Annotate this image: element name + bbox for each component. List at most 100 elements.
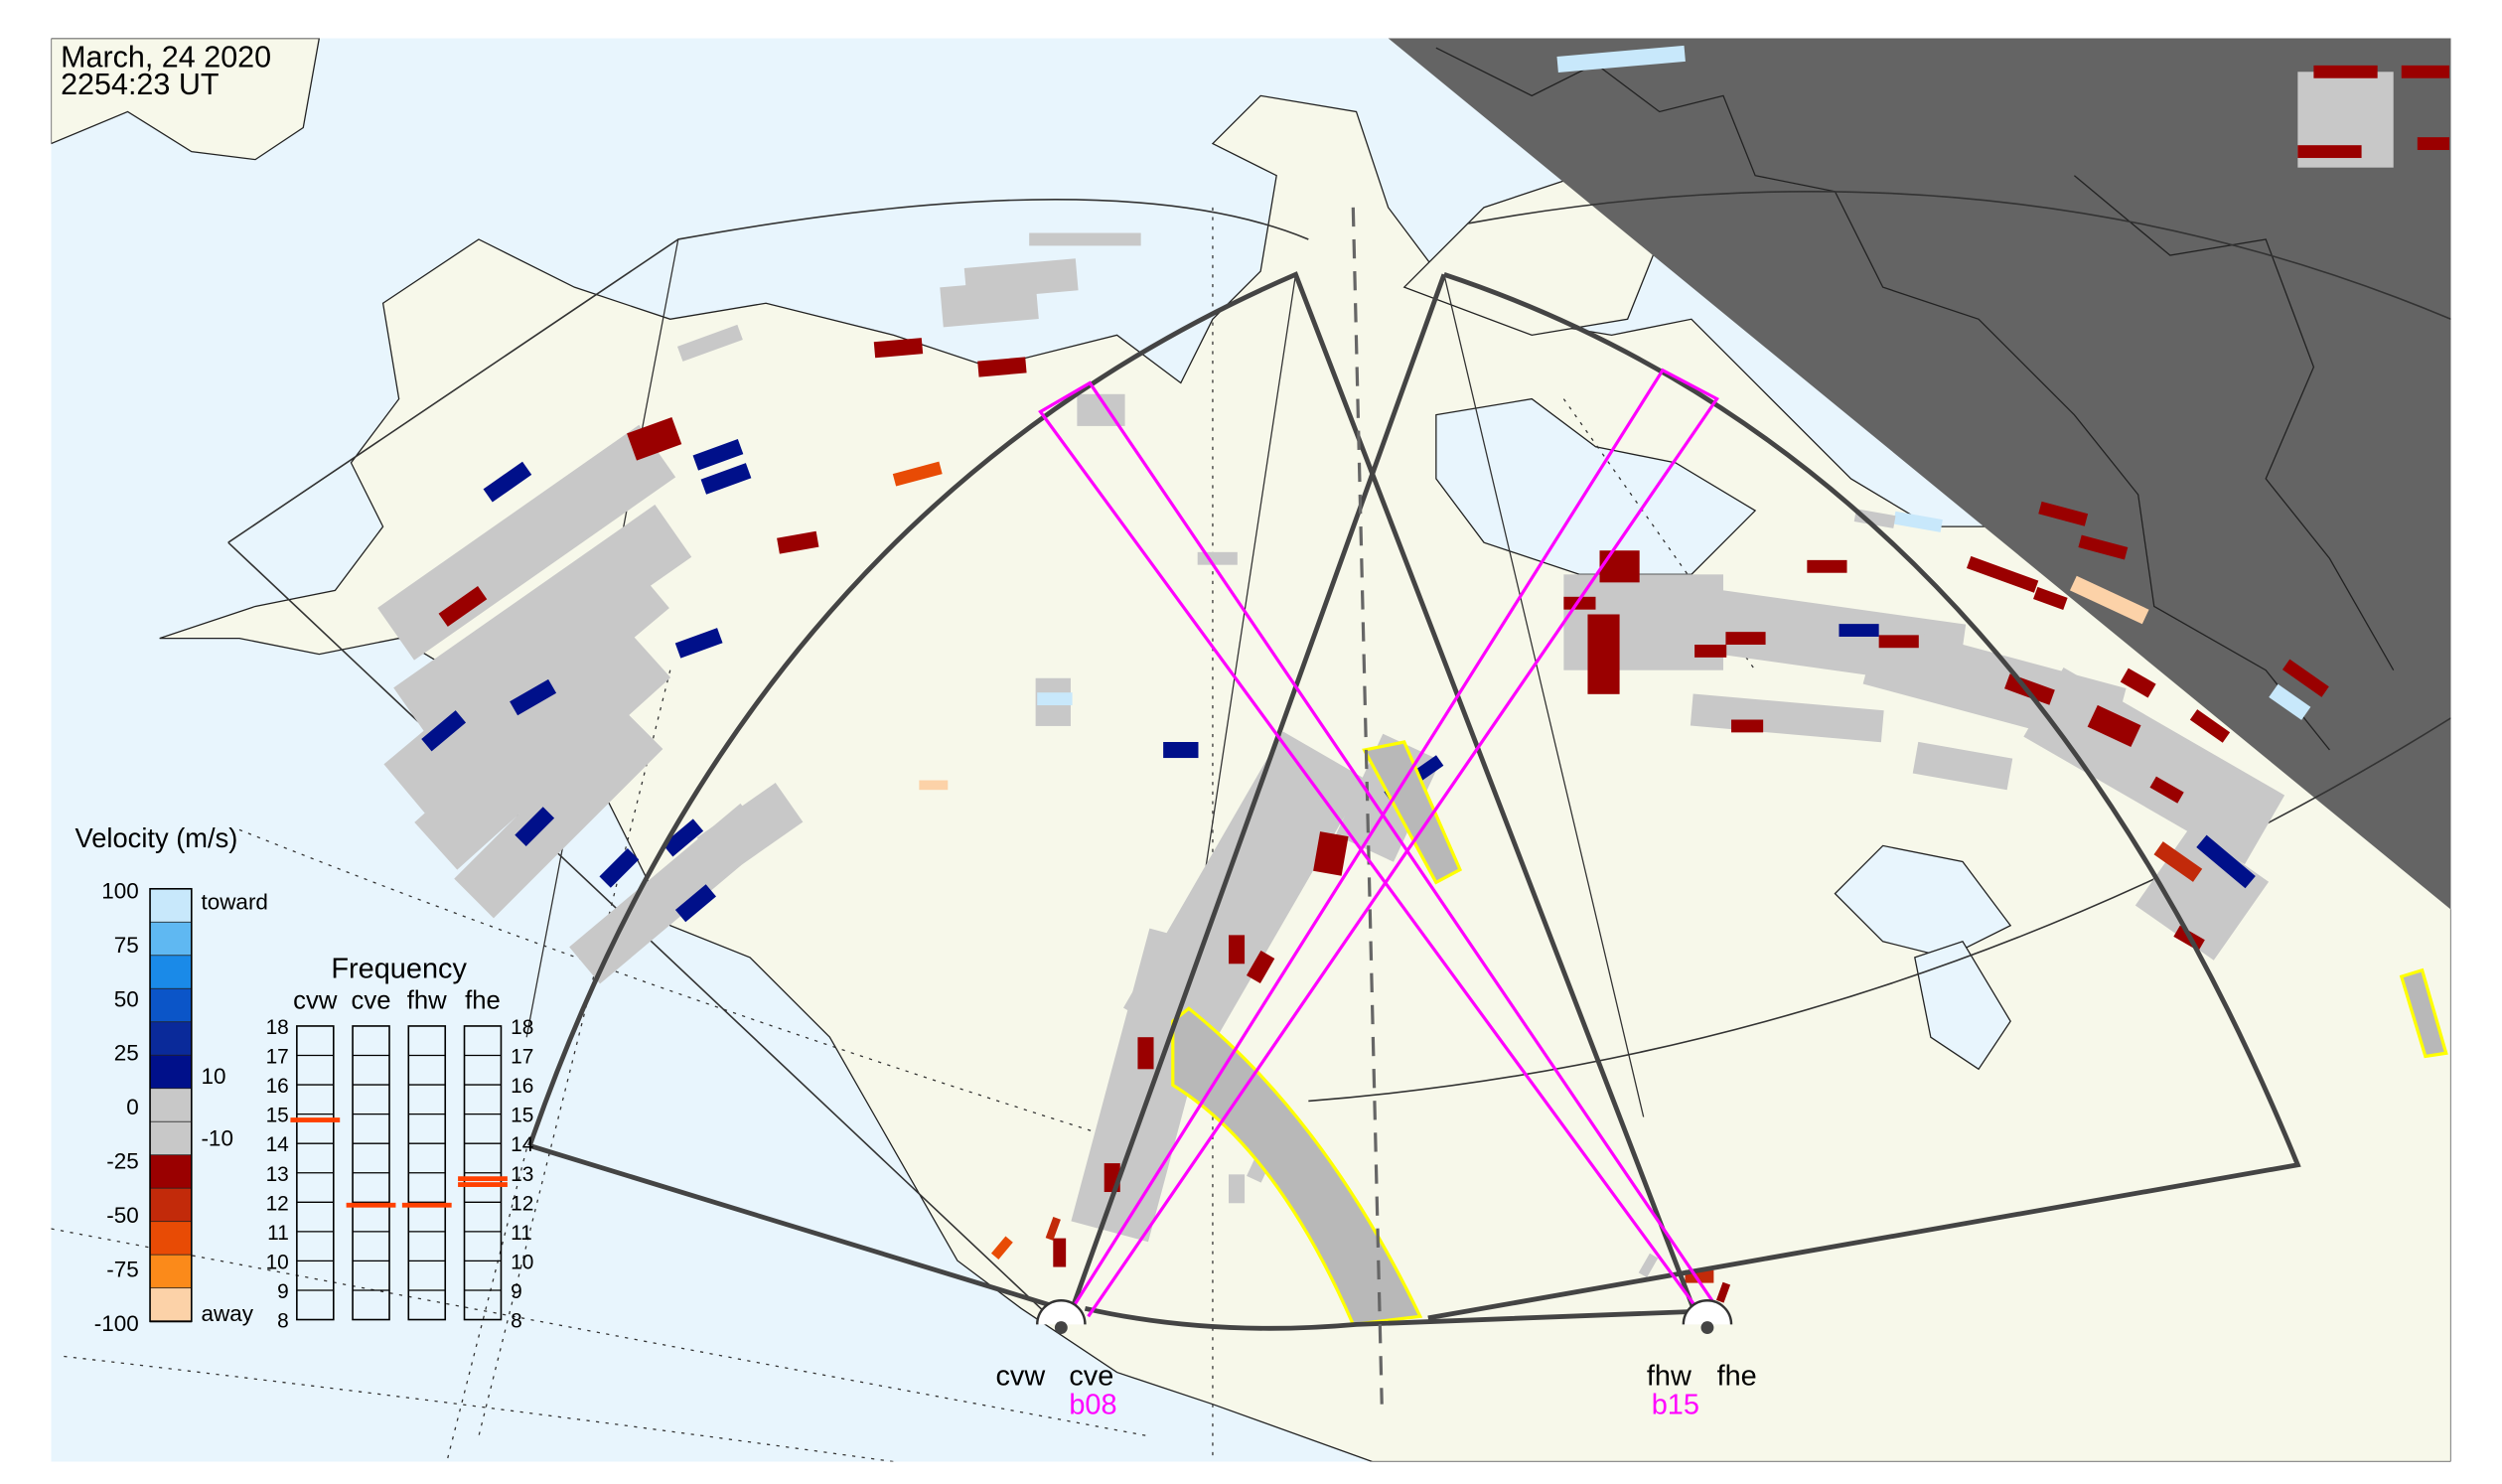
velocity-cell (1229, 1174, 1246, 1204)
velocity-cell (1313, 831, 1349, 876)
frequency-tick-left: 8 (277, 1310, 289, 1333)
colorbar-segment (149, 921, 193, 957)
colorbar-segment (149, 1221, 193, 1257)
frequency-radar-label: fhw (407, 986, 447, 1014)
beam-label-cve: b08 (1069, 1389, 1116, 1420)
velocity-cell (2004, 673, 2055, 705)
velocity-cell (990, 1236, 1013, 1260)
frequency-marker (290, 1117, 341, 1122)
beam-label-fhw: b15 (1652, 1389, 1699, 1420)
highlighted-beam-cells-north (1362, 740, 1463, 885)
frequency-marker (458, 1182, 508, 1187)
velocity-legend-title: Velocity (m/s) (75, 822, 238, 853)
velocity-cell (377, 424, 676, 661)
velocity-cell (963, 258, 1079, 301)
velocity-cell (515, 807, 555, 847)
time-label: 2254:23 UT (61, 68, 219, 101)
velocity-cell (483, 461, 532, 503)
frequency-tick-left: 13 (266, 1163, 289, 1186)
frequency-tick-right: 16 (511, 1075, 533, 1098)
colorbar-segment (149, 1120, 193, 1156)
velocity-cell (1966, 555, 2039, 593)
velocity-cell (1853, 509, 1896, 528)
frequency-tick-left: 15 (266, 1105, 289, 1127)
velocity-cell (1163, 742, 1199, 759)
frequency-tick-left: 9 (277, 1280, 289, 1303)
velocity-cell (1197, 551, 1238, 565)
velocity-cell (1229, 935, 1246, 965)
velocity-cell (1587, 614, 1620, 694)
velocity-cell (1137, 1037, 1154, 1070)
velocity-cell (1725, 632, 1766, 646)
frequency-tick-left: 17 (266, 1046, 289, 1069)
frequency-tick-left: 14 (266, 1133, 289, 1156)
frequency-tick-right: 9 (511, 1280, 522, 1303)
velocity-cell (696, 782, 804, 877)
velocity-cell (777, 530, 819, 554)
colorbar-segment (149, 1254, 193, 1289)
colorbar-segment (149, 888, 193, 924)
velocity-cell (438, 586, 488, 627)
velocity-cell (510, 678, 557, 716)
velocity-cell (2417, 137, 2449, 151)
velocity-cell (1638, 1253, 1659, 1278)
velocity-cell (2269, 683, 2311, 720)
radar-site-cv[interactable] (1036, 1299, 1087, 1334)
night-coastline (1435, 47, 2395, 751)
frequency-tick-left: 16 (266, 1075, 289, 1098)
frequency-radar-label: cvw (293, 986, 338, 1014)
velocity-cell (700, 463, 752, 495)
velocity-cell (1715, 1281, 1731, 1303)
velocity-cell (676, 324, 743, 362)
velocity-cell (1037, 692, 1073, 706)
velocity-cell (2033, 586, 2068, 610)
frequency-title: Frequency (331, 954, 467, 985)
velocity-cells (377, 45, 2449, 1303)
radar-label-cve: cve (1069, 1360, 1113, 1392)
velocity-cell (1731, 719, 1764, 733)
frequency-tick-right: 11 (511, 1222, 532, 1245)
frequency-tick-left: 12 (266, 1192, 289, 1215)
dividing-dashed-line (1351, 207, 1384, 1405)
radar-label-fhw: fhw (1647, 1360, 1692, 1392)
colorbar-segment (149, 987, 193, 1023)
frequency-tick-left: 11 (267, 1222, 289, 1245)
frequency-marker (346, 1202, 396, 1208)
velocity-cell (2069, 575, 2149, 625)
frequency-tick-right: 18 (511, 1016, 533, 1039)
velocity-colorbar (149, 887, 193, 1323)
velocity-cell (1893, 511, 1943, 532)
velocity-cell (414, 630, 671, 870)
frequency-tick-left: 10 (266, 1251, 289, 1273)
velocity-cell (2401, 65, 2449, 78)
velocity-cell (2281, 659, 2329, 697)
lat-lon-grid (51, 207, 1756, 1462)
radar-site-fh[interactable] (1682, 1299, 1733, 1334)
highlighted-cell-east (2399, 967, 2448, 1059)
velocity-cell (674, 884, 717, 923)
frequency-marker (458, 1176, 508, 1182)
velocity-cell (692, 439, 744, 471)
velocity-cell (2297, 145, 2362, 159)
velocity-tick-label: -50 (106, 1203, 139, 1228)
frequency-tick-right: 10 (511, 1251, 533, 1273)
frequency-tick-right: 12 (511, 1192, 533, 1215)
colorbar-frame (149, 887, 193, 1322)
colorbar-segment (149, 955, 193, 990)
velocity-cell (2153, 841, 2203, 882)
velocity-tick-label: -75 (106, 1257, 139, 1281)
velocity-cell (1807, 559, 1847, 573)
velocity-cell (1563, 596, 1596, 610)
frequency-radar-label: fhe (465, 986, 501, 1014)
velocity-tick-label: 100 (101, 878, 139, 903)
velocity-cell (873, 338, 924, 359)
date-label: March, 24 2020 (61, 40, 271, 74)
frequency-tick-right: 17 (511, 1046, 533, 1069)
velocity-cell (1045, 1217, 1061, 1241)
velocity-cell (892, 461, 943, 487)
frequency-tick-right: 13 (511, 1163, 533, 1186)
fov-outlines (527, 271, 2301, 1331)
velocity-cell (383, 558, 669, 814)
colorbar-segment (149, 1187, 193, 1223)
